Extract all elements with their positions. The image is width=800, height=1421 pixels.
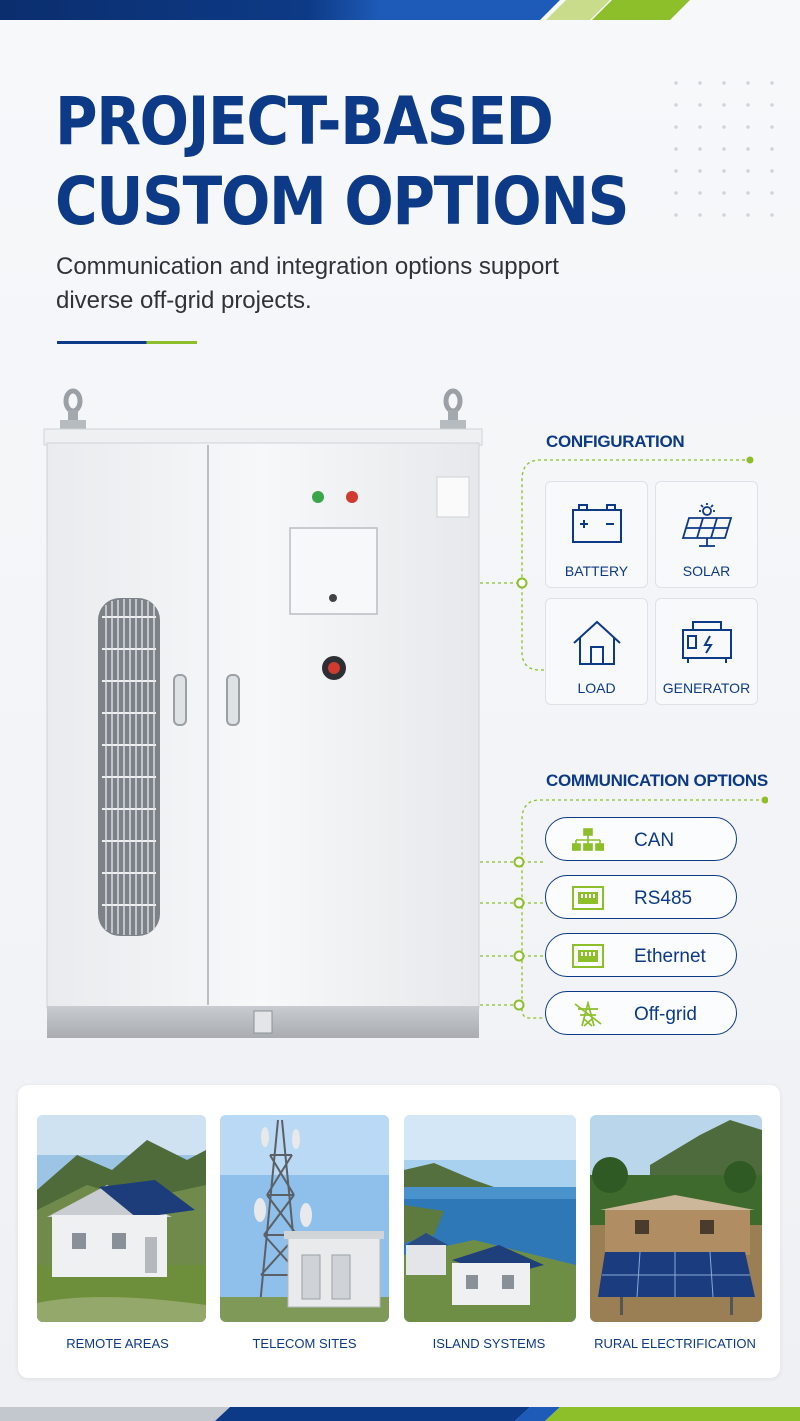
communication-heading: COMMUNICATION OPTIONS bbox=[546, 771, 768, 790]
comm-label-ethernet: Ethernet bbox=[634, 946, 706, 967]
ethernet-port-icon bbox=[572, 944, 604, 968]
comm-option-can[interactable]: CAN bbox=[545, 817, 737, 861]
photo-rural-electrification bbox=[590, 1115, 762, 1322]
page-title: PROJECT-BASED CUSTOM OPTIONS bbox=[55, 82, 629, 242]
solar-panel-icon bbox=[681, 503, 732, 547]
top-accent-bar bbox=[0, 0, 800, 20]
config-card-battery[interactable]: BATTERY bbox=[545, 481, 648, 588]
photo-island-systems bbox=[404, 1115, 576, 1322]
port-icon bbox=[572, 886, 604, 910]
bottom-accent-bar bbox=[0, 1407, 800, 1421]
generator-icon bbox=[681, 621, 732, 663]
comm-label-rs485: RS485 bbox=[634, 888, 693, 909]
config-card-load[interactable]: LOAD bbox=[545, 598, 648, 705]
comm-option-off-grid[interactable]: Off-grid bbox=[545, 991, 737, 1035]
config-card-solar[interactable]: SOLAR bbox=[655, 481, 758, 588]
config-label-battery: BATTERY bbox=[564, 563, 629, 579]
connector-lines bbox=[480, 456, 768, 1019]
page-subtitle: Communication and integration options su… bbox=[56, 253, 559, 314]
power-tower-icon bbox=[574, 1001, 602, 1027]
decorative-dot-grid bbox=[664, 72, 774, 217]
photo-remote-areas bbox=[37, 1115, 206, 1322]
config-label-load: LOAD bbox=[577, 680, 616, 696]
app-label-island-systems: ISLAND SYSTEMS bbox=[432, 1336, 546, 1351]
photo-telecom-sites bbox=[220, 1115, 389, 1322]
title-line-2: CUSTOM OPTIONS bbox=[55, 163, 629, 240]
house-icon bbox=[572, 620, 621, 665]
lifting-eye-left bbox=[63, 388, 83, 414]
app-label-remote-areas: REMOTE AREAS bbox=[66, 1336, 169, 1351]
comm-label-off-grid: Off-grid bbox=[634, 1004, 698, 1025]
comm-option-rs485[interactable]: RS485 bbox=[545, 875, 737, 919]
configuration-heading: CONFIGURATION bbox=[546, 432, 685, 451]
title-line-1: PROJECT-BASED bbox=[55, 83, 554, 160]
comm-option-ethernet[interactable]: Ethernet bbox=[545, 933, 737, 977]
energy-storage-cabinet bbox=[43, 388, 483, 1038]
comm-label-can: CAN bbox=[634, 830, 675, 851]
battery-icon bbox=[571, 504, 622, 543]
config-card-generator[interactable]: GENERATOR bbox=[655, 598, 758, 705]
app-label-telecom-sites: TELECOM SITES bbox=[252, 1336, 357, 1351]
config-label-solar: SOLAR bbox=[682, 563, 731, 579]
config-label-generator: GENERATOR bbox=[662, 680, 751, 696]
title-underline bbox=[57, 341, 197, 344]
lifting-eye-right bbox=[443, 388, 463, 414]
app-label-rural-electrification: RURAL ELECTRIFICATION bbox=[594, 1336, 756, 1351]
network-tree-icon bbox=[572, 828, 604, 851]
